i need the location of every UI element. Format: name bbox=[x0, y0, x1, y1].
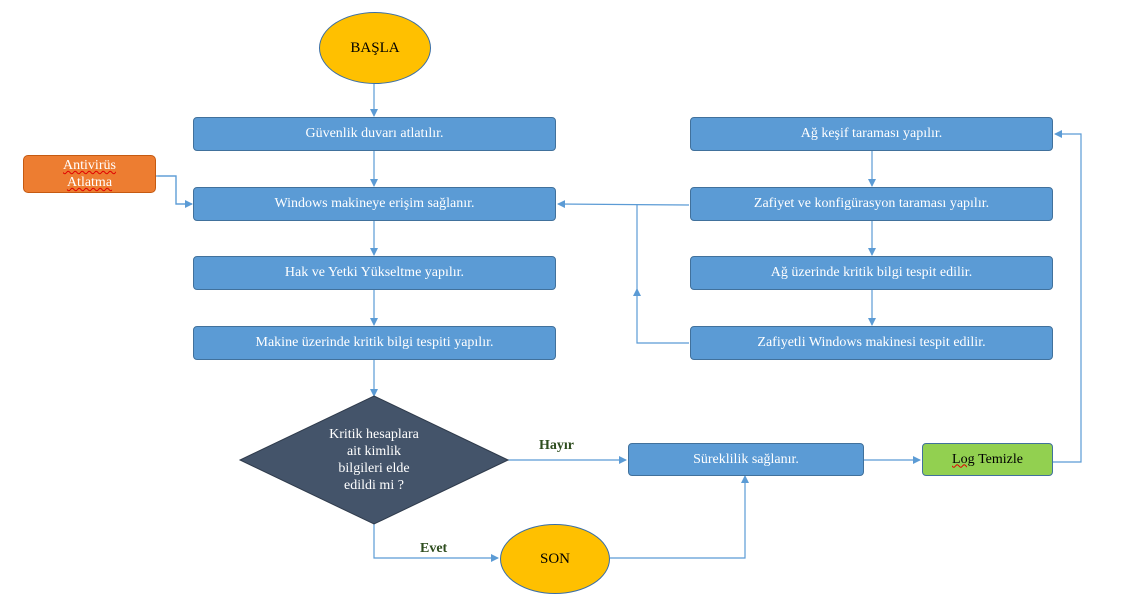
firewall-bypass-label: Güvenlik duvarı atlatılır. bbox=[305, 126, 444, 141]
windows-access-box: Windows makineye erişim sağlanır. bbox=[193, 187, 556, 221]
decision-text: Kritik hesaplara ait kimlik bilgileri el… bbox=[300, 420, 448, 500]
start-label: BAŞLA bbox=[350, 39, 400, 56]
edge-label-no: Hayır bbox=[539, 438, 574, 453]
log-clean-word1: Log bbox=[952, 451, 975, 467]
edge-access-antivirus bbox=[158, 175, 192, 205]
windows-access-label: Windows makineye erişim sağlanır. bbox=[274, 196, 475, 211]
log-clean-word2: Temizle bbox=[978, 451, 1023, 467]
end-label: SON bbox=[539, 550, 570, 567]
vulnerable-windows-label: Zafiyetli Windows makinesi tespit edilir… bbox=[757, 335, 986, 350]
decision-line2: ait kimlik bbox=[346, 444, 402, 459]
edge-label-yes: Evet bbox=[420, 541, 448, 556]
vulnerability-scan-label: Zafiyet ve konfigürasyon taraması yapılı… bbox=[753, 196, 990, 211]
antivirus-label-line1: Antivirüs bbox=[63, 158, 116, 173]
privilege-escalation-box: Hak ve Yetki Yükseltme yapılır. bbox=[193, 256, 556, 290]
vulnerability-scan-box: Zafiyet ve konfigürasyon taraması yapılı… bbox=[690, 187, 1053, 221]
network-discovery-label: Ağ keşif taraması yapılır. bbox=[800, 126, 943, 141]
end-node: SON bbox=[500, 524, 610, 594]
decision-line4: edildi mi ? bbox=[344, 478, 404, 493]
decision-line3: bilgileri elde bbox=[338, 461, 410, 476]
firewall-bypass-box: Güvenlik duvarı atlatılır. bbox=[193, 117, 556, 151]
privilege-escalation-label: Hak ve Yetki Yükseltme yapılır. bbox=[284, 265, 465, 280]
network-discovery-box: Ağ keşif taraması yapılır. bbox=[690, 117, 1053, 151]
edge-vuln-access bbox=[557, 200, 690, 209]
machine-info-label: Makine üzerinde kritik bilgi tespiti yap… bbox=[255, 335, 494, 350]
persistence-box: Süreklilik sağlanır. bbox=[628, 443, 864, 476]
edge-log-discovery bbox=[1053, 130, 1082, 463]
persistence-label: Süreklilik sağlanır. bbox=[693, 451, 799, 467]
machine-info-box: Makine üzerinde kritik bilgi tespiti yap… bbox=[193, 326, 556, 360]
edge-antivirus-access bbox=[156, 175, 193, 208]
decision-diamond bbox=[238, 395, 510, 525]
network-info-box: Ağ üzerinde kritik bilgi tespit edilir. bbox=[690, 256, 1053, 290]
antivirus-bypass-box: Antivirüs Atlatma bbox=[23, 155, 156, 193]
edge-vulnwin-access bbox=[633, 288, 689, 344]
edge-end-persistence bbox=[610, 475, 749, 559]
decision-line1: Kritik hesaplara bbox=[329, 427, 419, 442]
start-node: BAŞLA bbox=[319, 12, 431, 84]
antivirus-label-line2: Atlatma bbox=[66, 175, 113, 190]
network-info-label: Ağ üzerinde kritik bilgi tespit edilir. bbox=[770, 265, 973, 280]
edge-decision-end bbox=[373, 524, 499, 562]
log-clean-box: Log Temizle bbox=[922, 443, 1053, 476]
vulnerable-windows-box: Zafiyetli Windows makinesi tespit edilir… bbox=[690, 326, 1053, 360]
